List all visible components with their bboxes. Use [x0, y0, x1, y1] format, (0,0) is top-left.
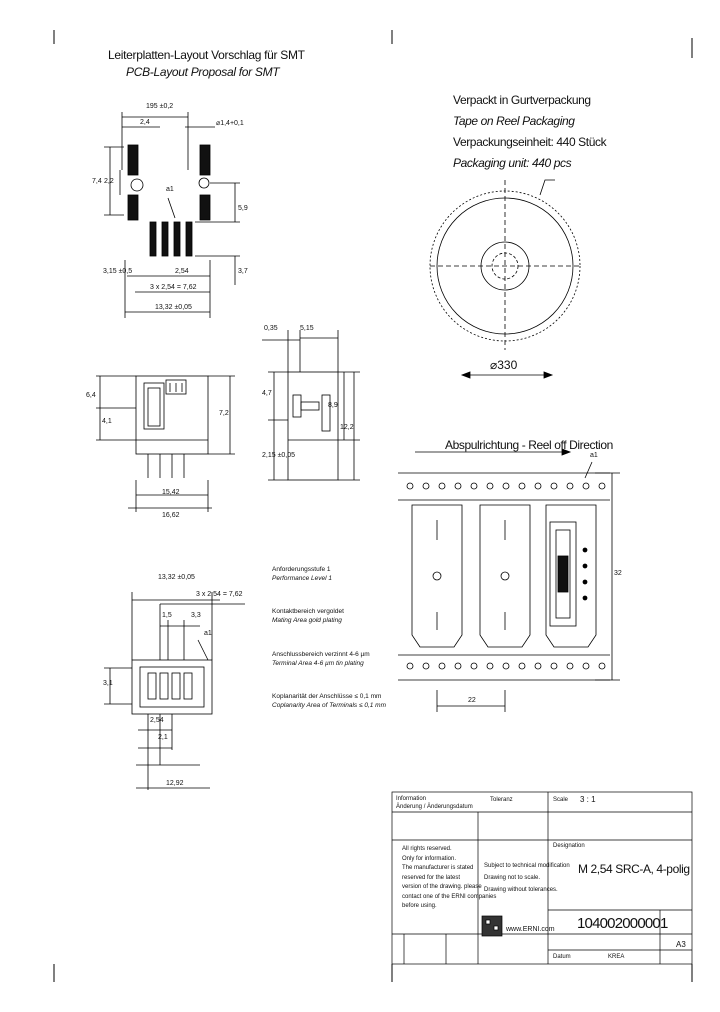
tb-website: www.ERNI.com [506, 926, 555, 933]
tape-marker: a1 [590, 452, 598, 459]
tb-rights-line: before using. [402, 903, 437, 909]
tb-rights-line: reserved for the latest [402, 874, 461, 881]
side-dim-10: 12,2 [340, 424, 354, 431]
tb-subject: Subject to technical modification Drawin… [484, 860, 570, 896]
bottom-dim-6: 3,1 [103, 680, 113, 687]
bottom-dim-9: 12,92 [166, 780, 184, 787]
sprocket-holes-top [406, 482, 606, 490]
pcb-dim-12: 13,32 ±0,05 [155, 304, 192, 311]
pcb-dim-9: 2,54 [175, 268, 189, 275]
tb-sheet: A3 [676, 940, 686, 949]
tape-width-dim: 32 [614, 570, 622, 577]
pcb-dim-5: 2,2 [104, 178, 114, 185]
tb-rights-line: Only for information. [402, 855, 457, 862]
tb-rights: All rights reserved. Only for informatio… [402, 845, 496, 912]
bottom-dim-2: 3 x 2,54 = 7,62 [196, 591, 243, 598]
pcb-dim-4: 7,4 [92, 178, 102, 185]
note-3-en: Terminal Area 4-6 µm tin plating [272, 660, 364, 667]
pcb-dim-6: a1 [166, 186, 174, 193]
tape-pitch-dim: 22 [468, 697, 476, 704]
bottom-dim-3: 1,5 [162, 612, 172, 619]
bottom-dim-5: a1 [204, 630, 212, 637]
pcb-dim-8: 3,15 ±0,5 [103, 268, 133, 275]
packaging-line-2: Tape on Reel Packaging [453, 114, 575, 128]
note-4: Koplanarität der Anschlüsse ≤ 0,1 mm Cop… [272, 692, 386, 710]
reel-diameter: ⌀330 [490, 358, 518, 372]
tb-date-value: KREA [608, 954, 625, 960]
side-dim-3: 6,4 [86, 392, 96, 399]
side-dim-1: 0,35 [264, 325, 278, 332]
pcb-layout-drawing [104, 112, 240, 318]
tape-drawing [398, 448, 620, 712]
tb-part-number: 104002000001 [577, 915, 668, 932]
tb-subject-line: Drawing not to scale. [484, 875, 541, 881]
note-2-de: Kontaktbereich vergoldet [272, 608, 344, 615]
side-dim-2: 5,15 [300, 325, 314, 332]
side-view-drawing [262, 330, 360, 481]
side-dim-11: 2,15 ±0,05 [262, 452, 296, 459]
bottom-dim-8: 2,1 [158, 734, 168, 741]
bottom-dim-7: 2,54 [150, 717, 164, 724]
tb-scale-value: 3 : 1 [580, 795, 596, 804]
side-dim-4: 4,1 [102, 418, 112, 425]
note-2: Kontaktbereich vergoldet Mating Area gol… [272, 607, 344, 625]
tb-designation: M 2,54 SRC-A, 4-polig [578, 862, 690, 876]
tb-subject-line: Drawing without tolerances. [484, 887, 558, 893]
bottom-dim-4: 3,3 [191, 612, 201, 619]
tb-subject-line: Subject to technical modification [484, 863, 570, 869]
layout-title-de: Leiterplatten-Layout Vorschlag für SMT [108, 48, 305, 62]
tb-rights-line: version of the drawing. please [402, 884, 482, 890]
tb-rights-line: contact one of the ERNI companies [402, 893, 497, 900]
layout-title-en: PCB-Layout Proposal for SMT [126, 65, 280, 79]
bottom-dim-1: 13,32 ±0,05 [158, 574, 195, 581]
reel-drawing [429, 179, 581, 379]
side-dim-9: 8,9 [328, 402, 338, 409]
side-dim-7: 16,62 [162, 512, 180, 519]
bottom-view-drawing [104, 592, 245, 790]
side-dim-5: 7,2 [219, 410, 229, 417]
pcb-dim-3: ⌀1,4+0,1 [216, 120, 244, 127]
tb-tolerance: Toleranz [490, 797, 513, 803]
title-block-frame [391, 791, 693, 965]
pcb-dim-10: 3,7 [238, 268, 248, 275]
side-dim-6: 15,42 [162, 489, 180, 496]
tb-rights-line: All rights reserved. [402, 846, 452, 852]
packaging-line-4: Packaging unit: 440 pcs [453, 156, 572, 170]
tb-info-label: Information [396, 796, 427, 802]
note-2-en: Mating Area gold plating [272, 617, 342, 624]
sprocket-holes-bottom [406, 662, 606, 670]
front-view-drawing [96, 375, 235, 512]
note-3: Anschlussbereich verzinnt 4-6 µm Termina… [272, 650, 370, 668]
note-4-de: Koplanarität der Anschlüsse ≤ 0,1 mm [272, 693, 382, 700]
pcb-dim-11: 3 x 2,54 = 7,62 [150, 284, 197, 291]
pcb-dim-1: 195 ±0,2 [146, 103, 174, 110]
note-1-en: Performance Level 1 [272, 575, 332, 582]
packaging-line-1: Verpackt in Gurtverpackung [453, 93, 591, 107]
tb-scale-label: Scale [553, 797, 569, 803]
reel-off-direction: Abspulrichtung - Reel off Direction [445, 438, 613, 452]
note-3-de: Anschlussbereich verzinnt 4-6 µm [272, 651, 370, 658]
tb-change-label: Änderung / Änderungsdatum [396, 804, 473, 810]
note-1: Anforderungsstufe 1 Performance Level 1 [272, 565, 332, 583]
pcb-dim-7: 5,9 [238, 205, 248, 212]
note-1-de: Anforderungsstufe 1 [272, 566, 331, 573]
pcb-dim-2: 2,4 [140, 119, 150, 126]
packaging-line-3: Verpackungseinheit: 440 Stück [453, 135, 607, 149]
tb-rights-line: The manufacturer is stated [402, 865, 474, 871]
note-4-en: Coplanarity Area of Terminals ≤ 0,1 mm [272, 702, 386, 709]
tb-date-label: Datum [553, 954, 571, 960]
tb-designation-label: Designation [553, 843, 585, 849]
side-dim-8: 4,7 [262, 390, 272, 397]
